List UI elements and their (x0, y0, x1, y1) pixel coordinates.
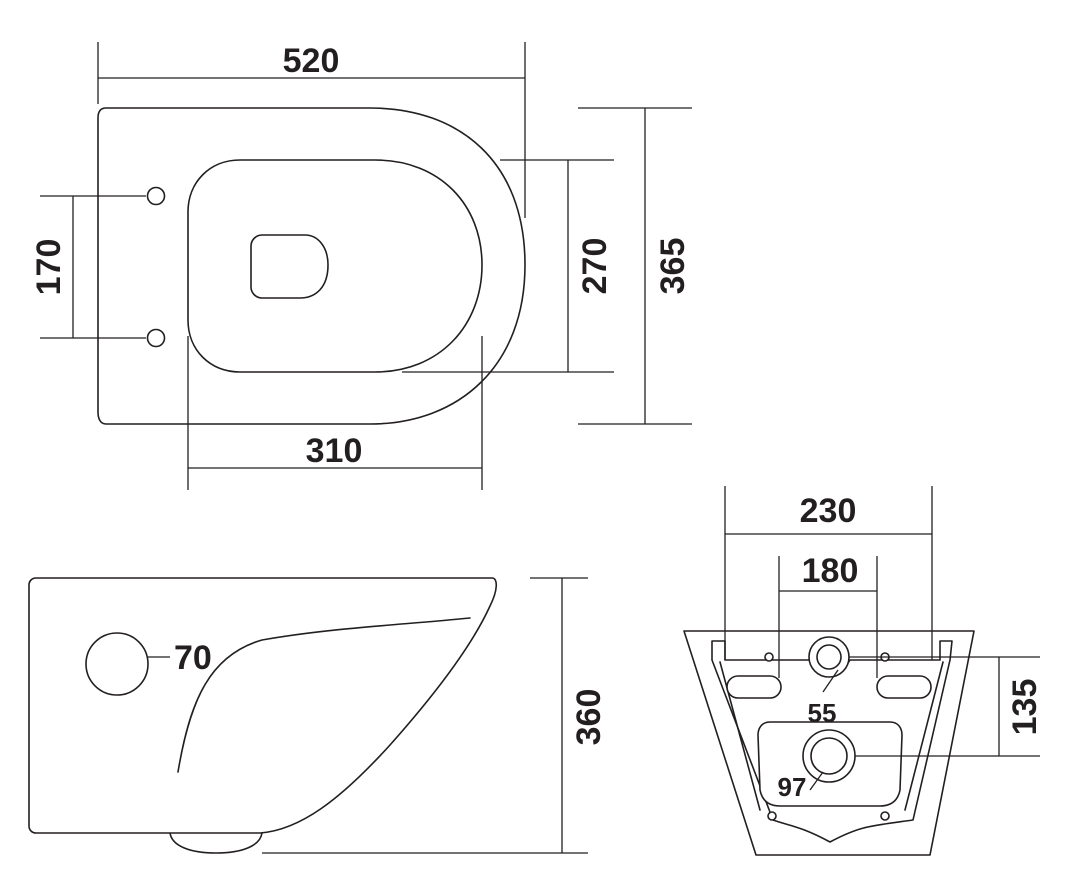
dim-label-55: 55 (808, 698, 837, 728)
dimension-inlet-height: 135 (849, 656, 1044, 757)
bolt-hole-upper (146, 186, 166, 206)
dim-label-170: 170 (30, 239, 68, 296)
dim-label-70: 70 (174, 639, 212, 677)
dimension-mounting-width: 230 (724, 486, 933, 660)
drain-outlet (250, 234, 329, 299)
dim-label-360: 360 (570, 689, 608, 746)
dim-label-180: 180 (802, 552, 859, 590)
dim-label-310: 310 (306, 432, 363, 470)
rear-inlet-inner (816, 644, 842, 670)
top-view: 520 170 270 365 310 (30, 42, 692, 490)
dim-label-230: 230 (800, 492, 857, 530)
dimension-bolt-spacing-rear: 180 (778, 552, 878, 678)
side-view: 70 360 (28, 577, 608, 854)
dimension-bowl-width: 270 (402, 159, 614, 373)
dimension-overall-width: 365 (578, 107, 692, 425)
dim-label-135: 135 (1006, 679, 1044, 736)
rear-view: 230 180 135 55 97 (683, 486, 1044, 856)
dimension-overall-length: 520 (97, 42, 526, 218)
rear-outlet-inner (810, 737, 848, 775)
bolt-hole-rear-bottom-right (880, 811, 890, 821)
bolt-hole-rear-left (764, 652, 774, 662)
dim-label-365: 365 (654, 238, 692, 295)
mounting-slot-right (876, 675, 932, 699)
dimension-outlet-diameter: 97 (778, 771, 824, 802)
side-view-foot (169, 832, 263, 854)
dimension-bolt-spacing-top: 170 (30, 195, 146, 339)
bowl-opening (187, 159, 483, 373)
dimension-height: 360 (262, 577, 608, 854)
dim-label-97: 97 (778, 772, 807, 802)
dim-label-270: 270 (576, 238, 614, 295)
side-view-outline (28, 577, 498, 834)
bolt-hole-rear-bottom-left (767, 811, 777, 821)
dimension-inlet-diameter-rear: 55 (808, 669, 839, 728)
dimension-inlet-diameter: 70 (148, 639, 212, 677)
side-view-bowl-curve (177, 617, 471, 773)
side-inlet-circle (85, 632, 149, 696)
bolt-hole-lower (146, 328, 166, 348)
mounting-slot-left (726, 675, 782, 699)
dim-label-520: 520 (283, 42, 340, 80)
dimension-bowl-length: 310 (187, 336, 483, 490)
